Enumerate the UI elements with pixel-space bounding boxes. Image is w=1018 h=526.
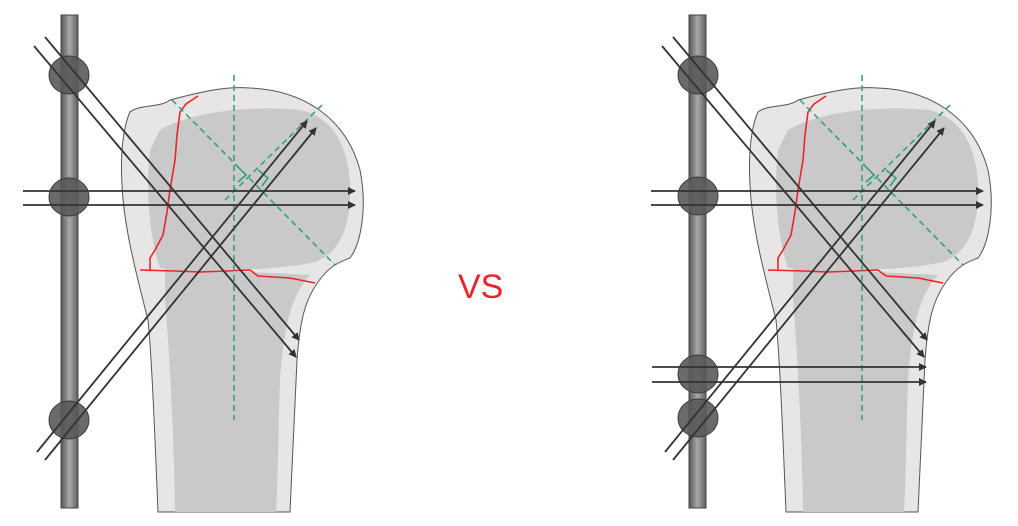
clamp-middle — [48, 177, 90, 217]
clamp-lower-additional — [677, 354, 719, 394]
fixation-configuration-a — [23, 14, 365, 513]
clamp-lower — [677, 398, 719, 438]
clamp-lower — [48, 400, 90, 440]
clamp-middle — [677, 176, 719, 216]
comparison-label: VS — [458, 268, 504, 306]
additional-horizontal-pins — [652, 363, 927, 386]
fixation-configuration-b — [651, 14, 993, 513]
external-rod — [60, 14, 79, 509]
clamp-upper — [48, 55, 90, 95]
clamp-upper — [677, 55, 719, 95]
